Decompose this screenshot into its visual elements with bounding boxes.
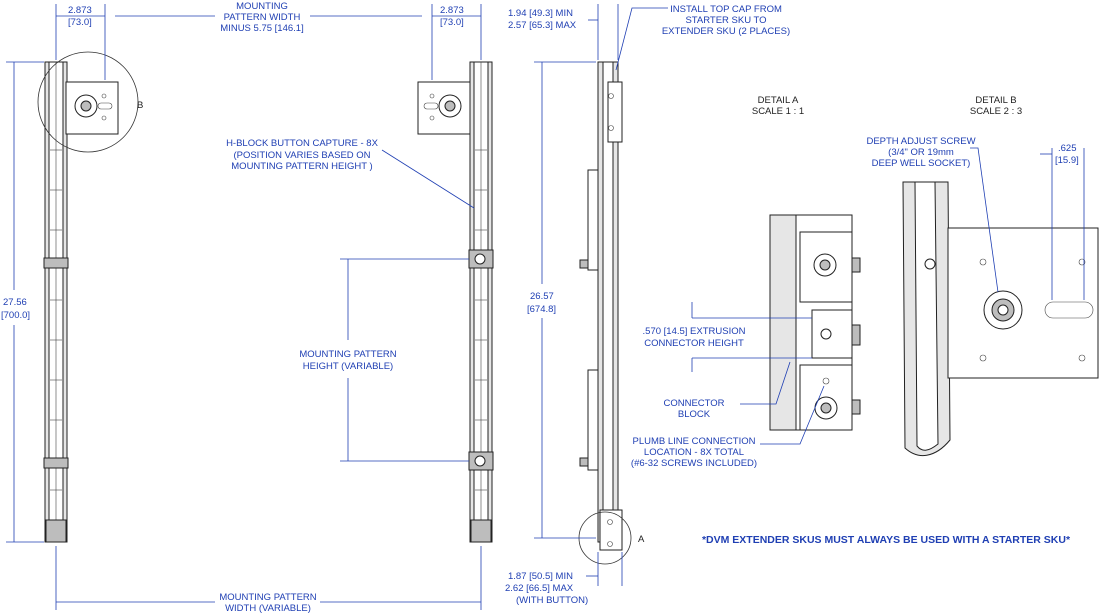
note-hblock-1: H-BLOCK BUTTON CAPTURE - 8X bbox=[226, 138, 379, 149]
detail-b-title: DETAIL B bbox=[975, 95, 1016, 106]
note-plumb-3: (#6-32 SCREWS INCLUDED) bbox=[631, 458, 757, 469]
right-rail bbox=[417, 61, 494, 543]
dim-pattern-height-2: HEIGHT (VARIABLE) bbox=[303, 361, 393, 372]
dim-right-width-in: 2.873 bbox=[440, 5, 464, 16]
dim-side-height-in: 26.57 bbox=[530, 291, 554, 302]
dim-height-mm: [700.0] bbox=[1, 310, 30, 321]
dim-side-bottom-1: 1.87 [50.5] MIN bbox=[508, 571, 573, 582]
dim-height-in: 27.56 bbox=[3, 297, 27, 308]
dim-depth-in: .625 bbox=[1058, 143, 1077, 154]
detail-b-scale: SCALE 2 : 3 bbox=[970, 106, 1022, 117]
note-extrusion-1: .570 [14.5] EXTRUSION bbox=[643, 326, 746, 337]
dim-right-width-mm: [73.0] bbox=[440, 17, 464, 28]
dim-left-width-in: 2.873 bbox=[68, 5, 92, 16]
note-depth-screw-1: DEPTH ADJUST SCREW bbox=[866, 136, 975, 147]
detail-a-title: DETAIL A bbox=[758, 95, 799, 106]
dim-pattern-width-minus-3: MINUS 5.75 [146.1] bbox=[220, 23, 303, 34]
dim-side-bottom-3: (WITH BUTTON) bbox=[516, 595, 588, 606]
detail-b-drawing bbox=[902, 181, 1099, 456]
dim-pattern-width-bottom-1: MOUNTING PATTERN bbox=[219, 592, 316, 603]
detail-a-callout-letter: A bbox=[638, 534, 645, 545]
dim-side-height-mm: [674.8] bbox=[527, 304, 556, 315]
note-depth-screw-2: (3/4" OR 19mm bbox=[888, 147, 954, 158]
note-top-cap-2: STARTER SKU TO bbox=[685, 15, 766, 26]
note-top-cap-1: INSTALL TOP CAP FROM bbox=[670, 4, 782, 15]
left-rail bbox=[43, 61, 119, 543]
detail-a-drawing bbox=[769, 214, 861, 431]
leader-lines bbox=[381, 7, 999, 445]
dim-pattern-width-minus-1: MOUNTING bbox=[236, 1, 288, 12]
dim-depth-mm: [15.9] bbox=[1055, 155, 1079, 166]
note-plumb-1: PLUMB LINE CONNECTION bbox=[633, 436, 756, 447]
dimension-lines bbox=[6, 4, 1085, 610]
note-hblock-3: MOUNTING PATTERN HEIGHT ) bbox=[231, 161, 372, 172]
note-top-cap-3: EXTENDER SKU (2 PLACES) bbox=[662, 26, 790, 37]
dim-side-top-1: 1.94 [49.3] MIN bbox=[508, 8, 573, 19]
note-depth-screw-3: DEEP WELL SOCKET) bbox=[872, 158, 971, 169]
detail-b-callout-circle bbox=[37, 51, 139, 153]
dim-side-bottom-2: 2.62 [66.5] MAX bbox=[505, 583, 574, 594]
note-hblock-2: (POSITION VARIES BASED ON bbox=[233, 150, 370, 161]
dim-pattern-width-minus-2: PATTERN WIDTH bbox=[224, 12, 301, 23]
note-plumb-2: LOCATION - 8X TOTAL bbox=[644, 447, 744, 458]
extender-warning: *DVM EXTENDER SKUS MUST ALWAYS BE USED W… bbox=[702, 534, 1071, 546]
note-extrusion-2: CONNECTOR HEIGHT bbox=[644, 338, 744, 349]
dim-pattern-height-1: MOUNTING PATTERN bbox=[299, 349, 396, 360]
side-view-rail bbox=[579, 61, 623, 551]
dim-side-top-2: 2.57 [65.3] MAX bbox=[508, 20, 577, 31]
detail-a-scale: SCALE 1 : 1 bbox=[752, 106, 804, 117]
note-connector-2: BLOCK bbox=[678, 409, 711, 420]
dim-left-width-mm: [73.0] bbox=[68, 17, 92, 28]
note-connector-1: CONNECTOR bbox=[663, 398, 724, 409]
detail-b-callout-letter: B bbox=[137, 100, 143, 111]
dim-pattern-width-bottom-2: WIDTH (VARIABLE) bbox=[225, 603, 311, 614]
